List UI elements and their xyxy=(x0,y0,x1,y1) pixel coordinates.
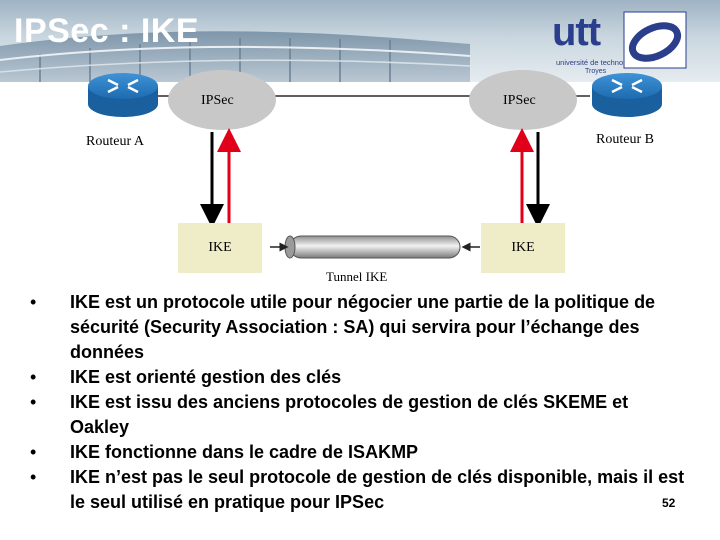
campus-building-photo xyxy=(0,31,471,82)
slide-title: IPSec : IKE xyxy=(14,12,200,50)
ike-tunnel xyxy=(270,235,480,259)
bullet-item: IKE est issu des anciens protocoles de g… xyxy=(26,390,686,440)
ipsec-left-label: IPSec xyxy=(201,93,234,108)
header-banner: IPSec : IKE utt université de technologi… xyxy=(0,0,720,82)
ipsec-right-label: IPSec xyxy=(503,93,536,108)
router-b-icon xyxy=(592,73,662,117)
bullet-list: IKE est un protocole utile pour négocier… xyxy=(26,290,686,515)
utt-logo-text: utt xyxy=(552,10,601,54)
router-b-label: Routeur B xyxy=(596,132,654,147)
ike-left-box: IKE xyxy=(178,223,262,273)
tunnel-label: Tunnel IKE xyxy=(326,269,388,284)
bullet-item: IKE est orienté gestion des clés xyxy=(26,365,686,390)
bullet-item: IKE fonctionne dans le cadre de ISAKMP xyxy=(26,440,686,465)
ipsec-right-ellipse xyxy=(469,70,577,130)
ipsec-left-ellipse xyxy=(168,70,276,130)
logo-subtitle: université de technologie xyxy=(556,58,639,67)
ike-diagram xyxy=(88,70,662,259)
router-a-icon xyxy=(88,73,158,117)
page-number: 52 xyxy=(662,496,676,510)
bullet-item: IKE n’est pas le seul protocole de gesti… xyxy=(26,465,686,515)
router-a-label: Routeur A xyxy=(86,134,144,149)
logo-city: Troyes xyxy=(585,68,607,75)
bullet-item: IKE est un protocole utile pour négocier… xyxy=(26,290,686,365)
utt-logo-mark-icon xyxy=(623,11,687,69)
ike-right-box: IKE xyxy=(481,223,565,273)
